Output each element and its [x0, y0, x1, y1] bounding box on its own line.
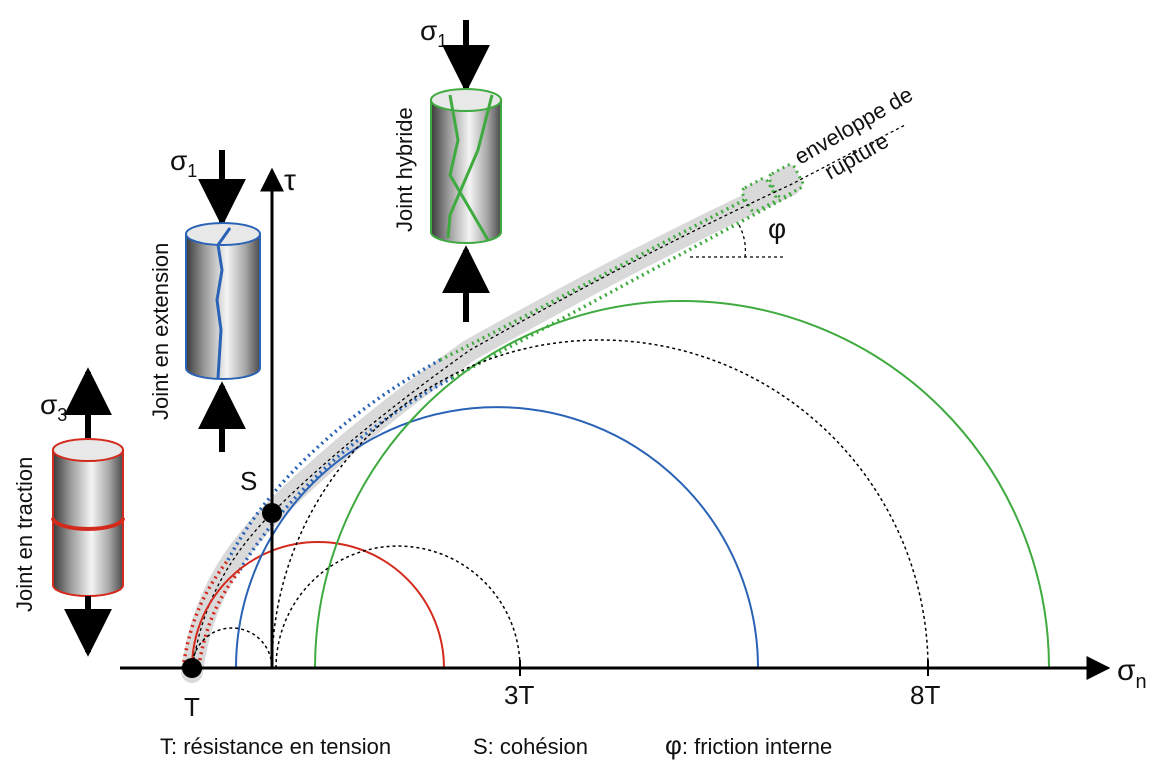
point-t	[182, 658, 202, 678]
envelope-green-dots-top	[439, 174, 791, 362]
traction-sigma: σ3	[40, 389, 67, 425]
hybride-cylinder-top	[430, 88, 502, 112]
x-axis-symbol: σn	[1117, 654, 1147, 693]
extension-label: Joint en extension	[148, 243, 173, 420]
extension-cylinder-top	[185, 222, 261, 246]
envelope-red-dots-bottom	[196, 568, 242, 673]
y-axis-symbol: τ	[284, 164, 296, 197]
tick-label-3t: 3T	[504, 680, 534, 710]
envelope-centre-line	[191, 124, 906, 673]
envelope-green-dots-bottom	[451, 192, 793, 380]
envelope-end-box-1	[740, 177, 778, 213]
specimen-traction: Joint en traction σ3	[12, 367, 125, 657]
traction-cylinder-body	[52, 449, 124, 597]
circle-blue	[235, 406, 759, 669]
extension-sigma: σ1	[170, 145, 197, 181]
point-s-label: S	[240, 466, 257, 496]
failure-envelope	[181, 124, 906, 683]
specimen-extension: Joint en extension σ1	[148, 145, 261, 452]
traction-crack	[51, 517, 125, 531]
circle-dotted-large	[271, 339, 929, 669]
circle-red	[191, 541, 445, 669]
tick-label-t: T	[184, 692, 200, 722]
hybride-sigma: σ1	[420, 15, 447, 51]
legend-t-definition: T: résistance en tension	[160, 734, 391, 759]
circle-dotted-small	[191, 627, 273, 669]
hybride-crack-2	[446, 94, 494, 239]
hybride-crack-1	[448, 94, 490, 241]
circle-dotted-medium	[275, 545, 521, 669]
hybride-cylinder-body	[430, 99, 502, 244]
extension-cylinder-body	[185, 233, 261, 380]
specimen-hybride: Joint hybride σ1	[392, 15, 502, 322]
mohr-circles	[191, 300, 1050, 669]
envelope-end-box-2	[767, 163, 805, 199]
tick-label-8t: 8T	[910, 680, 940, 710]
angle-label: φ	[768, 213, 786, 244]
extension-crack	[215, 227, 232, 379]
envelope-band	[181, 174, 801, 683]
friction-angle: φ	[690, 213, 786, 258]
legend-phi-definition: φ: friction interne	[665, 730, 832, 760]
traction-label: Joint en traction	[12, 457, 37, 612]
traction-cylinder-top	[52, 438, 124, 462]
axes: σn τ T 3T 8T S	[120, 164, 1147, 722]
legend-s-definition: S: cohésion	[473, 734, 588, 759]
point-s	[262, 503, 282, 523]
hybride-label: Joint hybride	[392, 107, 417, 232]
angle-arc	[737, 222, 747, 258]
legend: T: résistance en tension S: cohésion φ: …	[160, 730, 832, 760]
circle-green	[314, 300, 1050, 669]
